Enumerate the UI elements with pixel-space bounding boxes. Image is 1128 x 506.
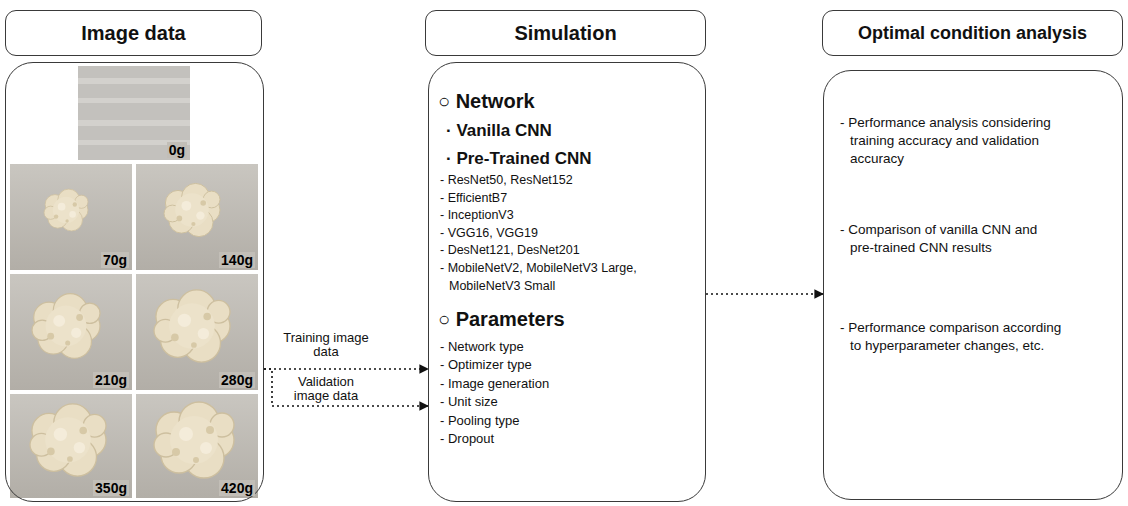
weight-label: 420g	[219, 480, 255, 496]
list-item: - Dropout	[440, 430, 494, 447]
sample-image: 350g	[10, 394, 132, 498]
sample-blob	[164, 183, 220, 236]
list-item: - VGG16, VGG19	[440, 225, 689, 243]
header-box: Optimal condition analysis	[822, 10, 1123, 56]
photo-ground	[136, 274, 258, 390]
sample-blob	[154, 290, 230, 362]
section-heading: ○ Parameters	[438, 307, 565, 331]
photo-ground	[136, 394, 258, 498]
list-item: - Pooling type	[440, 412, 520, 429]
list-item: - DesNet121, DesNet201	[440, 242, 689, 260]
list-item: - Image generation	[440, 375, 549, 392]
list-item: - Optimizer type	[440, 356, 532, 373]
photo-sample	[10, 394, 132, 498]
sample-blob	[154, 402, 234, 478]
sample-image: 140g	[136, 164, 258, 270]
photo-sample	[10, 274, 132, 390]
list-item: - Unit size	[440, 393, 498, 410]
list-item: - MobileNetV2, MobileNetV3 Large, Mobile…	[440, 260, 674, 295]
sample-image: 210g	[10, 274, 132, 390]
photo-sample	[136, 274, 258, 390]
photo-ground	[10, 164, 132, 270]
list-item: - InceptionV3	[440, 207, 689, 225]
sub-heading: · Vanilla CNN	[446, 121, 552, 141]
bullet-note: - Comparison of vanilla CNN and pre-trai…	[840, 221, 1065, 257]
weight-label: 210g	[93, 372, 129, 388]
photo-ground	[136, 164, 258, 270]
header-box: Image data	[5, 10, 262, 56]
sample-image: 70g	[10, 164, 132, 270]
sample-image: 0g	[78, 66, 190, 160]
weight-label: 70g	[101, 252, 129, 268]
sample-image: 280g	[136, 274, 258, 390]
list-item: - EfficientB7	[440, 190, 689, 208]
photo-ground	[10, 274, 132, 390]
photo-stripe	[78, 98, 190, 103]
sample-image: 420g	[136, 394, 258, 498]
sample-blob	[44, 189, 88, 231]
bullet-note: - Performance comparison according to hy…	[840, 319, 1065, 355]
photo-stripe	[78, 120, 190, 126]
weight-label: 280g	[219, 372, 255, 388]
list-item: - Network type	[440, 338, 524, 355]
weight-label: 0g	[167, 142, 187, 158]
header-box: Simulation	[425, 10, 706, 56]
photo-ground	[10, 394, 132, 498]
edge-label: Training image data	[277, 331, 375, 359]
group-panel: 0g 70g 140g 210g 280g 350g 420g	[5, 62, 264, 502]
weight-label: 350g	[93, 480, 129, 496]
section-heading: ○ Network	[438, 89, 535, 113]
photo-sample	[10, 164, 132, 270]
photo-ground	[78, 66, 190, 160]
weight-label: 140g	[219, 252, 255, 268]
photo-stripe	[78, 78, 190, 84]
sample-blob	[32, 294, 100, 359]
sub-heading: · Pre-Trained CNN	[446, 149, 591, 169]
photo-sample	[136, 164, 258, 270]
photo-empty	[78, 66, 190, 160]
dotted-arrow	[264, 369, 428, 406]
header-text: Simulation	[514, 22, 616, 45]
list-item: - ResNet50, ResNet152	[440, 172, 689, 190]
header-text: Image data	[81, 22, 185, 45]
photo-sample	[136, 394, 258, 498]
dotted-arrow	[706, 293, 823, 295]
sample-blob	[30, 404, 106, 476]
analysis-panel: - Performance analysis considering train…	[823, 70, 1123, 500]
bullet-note: - Performance analysis considering train…	[840, 114, 1065, 168]
header-text: Optimal condition analysis	[858, 23, 1087, 44]
dotted-arrow	[264, 368, 428, 370]
simulation-panel: ○ Network · Vanilla CNN · Pre-Trained CNN -…	[428, 62, 706, 502]
edge-label: Validation image data	[277, 375, 375, 403]
